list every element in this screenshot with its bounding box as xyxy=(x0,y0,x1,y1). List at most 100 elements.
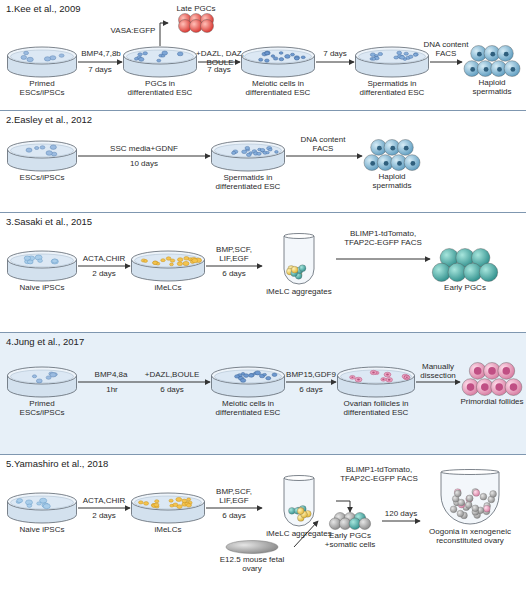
cell-shape xyxy=(397,161,402,166)
stage-node: iMeLCs xyxy=(130,492,206,534)
cell-shape xyxy=(490,491,497,498)
cell-shape xyxy=(242,47,315,64)
cell-shape xyxy=(169,499,173,502)
duration-label: 6 days xyxy=(152,385,192,394)
cell-illustration xyxy=(420,468,520,526)
cell-shape xyxy=(404,52,408,55)
cell-shape xyxy=(226,541,278,554)
stage-caption: Primordial follides xyxy=(460,397,524,406)
cell-shape xyxy=(359,518,371,530)
treatment-label: ACTA,CHIR xyxy=(80,496,128,505)
cell-shape xyxy=(503,367,511,375)
stage-caption: Spermatids in differentiated ESC xyxy=(210,173,286,191)
stage-caption: Naive iPSCs xyxy=(6,283,78,292)
outline-path xyxy=(441,472,499,524)
cell-shape xyxy=(398,140,414,156)
cell-shape xyxy=(177,262,182,266)
cell-shape xyxy=(488,367,496,375)
stage-node: Primordial follides xyxy=(460,362,524,406)
cell-shape xyxy=(285,55,290,59)
cell-illustration xyxy=(460,362,524,396)
duration-label: 7 days xyxy=(80,65,120,74)
cell-shape xyxy=(201,20,214,33)
cell-shape xyxy=(144,502,149,506)
cell-shape xyxy=(27,260,33,264)
cell-illustration xyxy=(6,140,78,172)
cell-shape xyxy=(265,51,271,55)
cell-shape xyxy=(490,52,495,57)
cell-shape xyxy=(263,373,267,375)
process-arrow xyxy=(78,508,130,509)
cell-shape xyxy=(351,377,353,379)
cell-shape xyxy=(386,378,393,383)
cell-shape xyxy=(454,490,461,497)
panel-band: 3.Sasaki et al., 2015Naive iPSCsiMeLCsiM… xyxy=(0,213,526,333)
cell-shape xyxy=(27,504,32,507)
cell-shape xyxy=(176,497,182,501)
cell-illustration xyxy=(318,512,382,530)
cell-shape xyxy=(186,504,191,508)
cell-shape xyxy=(139,501,144,504)
cell-shape xyxy=(272,373,277,376)
stage-node: Spermatids in differentiated ESC xyxy=(210,140,286,191)
stage-caption: Oogonia in xenogeneic reconstituted ovar… xyxy=(420,527,520,545)
process-arrow xyxy=(78,266,130,267)
cell-shape xyxy=(275,151,279,154)
treatment-label: 7 days xyxy=(315,49,355,58)
cell-shape xyxy=(11,496,74,509)
cell-shape xyxy=(170,263,174,266)
cell-shape xyxy=(382,379,384,381)
cell-shape xyxy=(409,55,413,58)
cell-shape xyxy=(381,378,386,382)
cell-shape xyxy=(215,144,282,157)
stage-node: iMeLC aggregates xyxy=(262,474,336,538)
cell-shape xyxy=(135,254,202,267)
cell-shape xyxy=(511,67,516,72)
cell-shape xyxy=(153,261,158,264)
cell-shape xyxy=(414,53,419,56)
treatment-label: BMP,SCF, LIF,EGF xyxy=(210,487,258,505)
cell-shape xyxy=(44,57,50,61)
cell-illustration xyxy=(168,13,224,33)
stage-node: Haploid spermatids xyxy=(362,139,422,190)
cell-shape xyxy=(37,502,42,505)
cell-shape xyxy=(155,500,159,503)
cell-shape xyxy=(465,502,472,509)
treatment-label: BLIMP1-tdTomato, TFAP2C-EGFP FACS xyxy=(339,229,427,247)
treatment-label: BMP,SCF, LIF,EGF xyxy=(210,245,258,263)
cell-shape xyxy=(378,52,383,55)
stage-caption: Early PGCs xyxy=(430,283,500,292)
cell-shape xyxy=(215,370,282,383)
cell-shape xyxy=(297,508,304,515)
cell-shape xyxy=(257,152,261,155)
treatment-label: BLIMP1-tdTomato, TFAP2C-EGFP FACS xyxy=(338,465,420,483)
stage-node: E12.5 mouse fetal ovary xyxy=(210,540,294,573)
cell-shape xyxy=(474,367,482,375)
stage-caption: Early PGCs +somatic cells xyxy=(318,531,382,549)
cell-shape xyxy=(46,151,52,156)
stage-caption: iMeLCs xyxy=(130,283,206,292)
cell-shape xyxy=(245,50,312,63)
cell-shape xyxy=(162,51,168,55)
cell-shape xyxy=(505,379,522,396)
cell-shape xyxy=(11,370,74,383)
cell-shape xyxy=(355,377,362,382)
stage-caption: Ovarian follicles in differentiated ESC xyxy=(336,399,416,417)
cell-shape xyxy=(338,367,415,384)
process-arrow xyxy=(382,521,420,522)
cell-shape xyxy=(279,58,284,61)
treatment-label: Manually dissection xyxy=(413,362,463,380)
cell-shape xyxy=(8,367,77,384)
cell-illustration xyxy=(210,540,294,554)
duration-label: 2 days xyxy=(84,269,124,278)
cell-illustration xyxy=(130,492,206,524)
cell-shape xyxy=(249,374,254,378)
outline-path xyxy=(284,236,314,284)
cell-shape xyxy=(212,367,285,384)
stage-caption: Meiotic cells in differentiated ESC xyxy=(240,79,316,97)
cell-shape xyxy=(498,363,515,380)
cell-shape xyxy=(466,495,473,502)
panel-band: 4.Jung et al., 2017Primed ESCs/iPSCsMeio… xyxy=(0,333,526,455)
cell-illustration xyxy=(362,139,422,171)
cell-shape xyxy=(414,53,418,56)
